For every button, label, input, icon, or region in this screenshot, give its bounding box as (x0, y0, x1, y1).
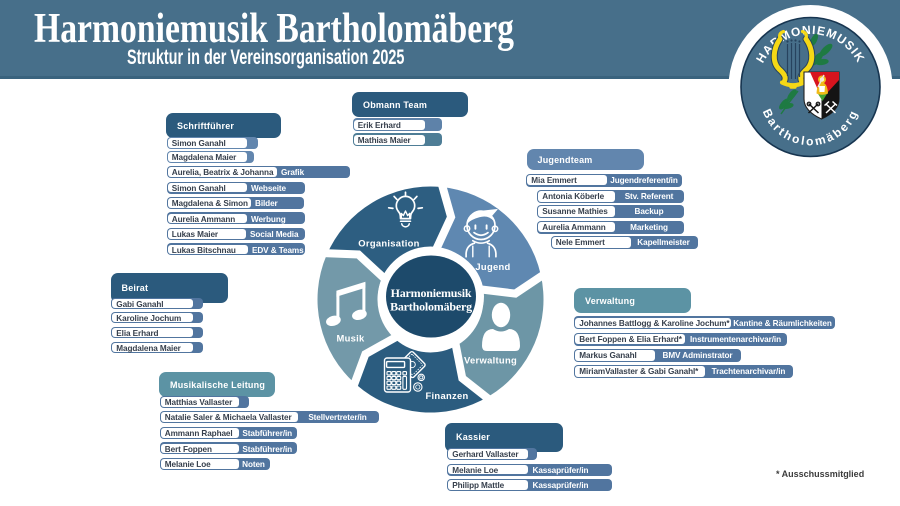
svg-text:Musik: Musik (336, 333, 365, 344)
svg-text:Jugend: Jugend (475, 261, 510, 272)
svg-text:Verwaltung: Verwaltung (464, 355, 517, 366)
svg-text:Harmoniemusik: Harmoniemusik (391, 286, 472, 300)
svg-text:Bartholomäberg: Bartholomäberg (390, 300, 472, 314)
svg-text:Organisation: Organisation (358, 238, 419, 249)
svg-text:Finanzen: Finanzen (425, 390, 468, 401)
